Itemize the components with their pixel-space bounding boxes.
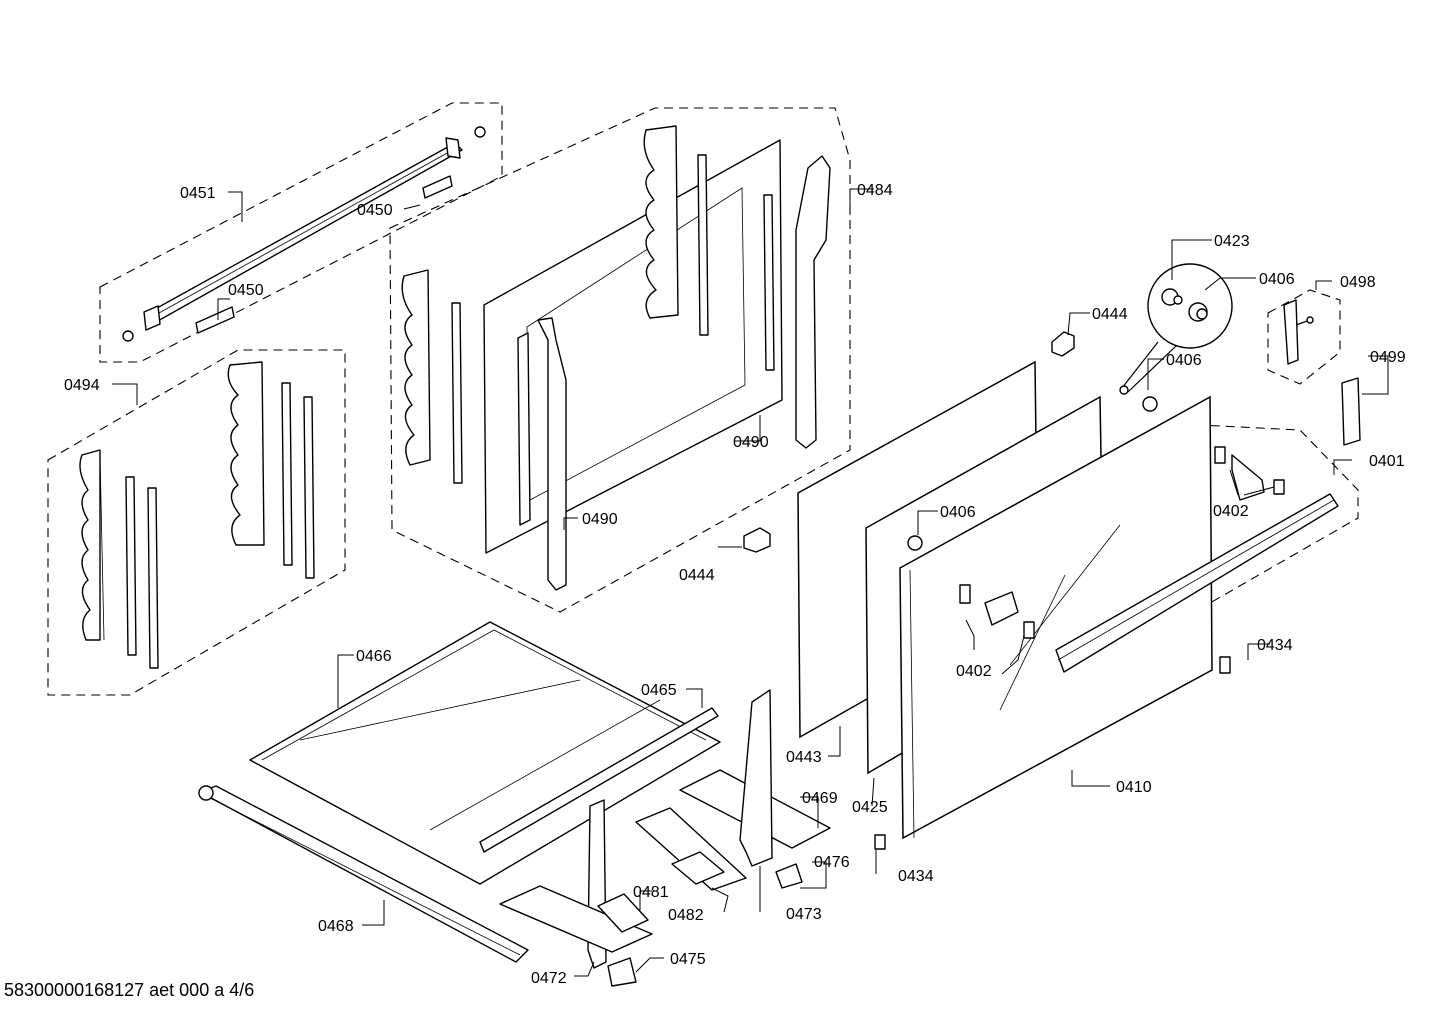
label-0469: 0469 xyxy=(802,790,838,807)
bracket-0498 xyxy=(1267,289,1341,385)
side-rail-assembly-left xyxy=(47,349,346,696)
spacer-0434 xyxy=(874,656,1231,850)
handle-bar-assembly xyxy=(99,102,503,363)
clip-0444-mid xyxy=(743,527,771,553)
label-0475: 0475 xyxy=(670,951,706,968)
label-0482: 0482 xyxy=(668,907,704,924)
label-0473: 0473 xyxy=(786,906,822,923)
label-0401: 0401 xyxy=(1369,453,1405,470)
bottom-tray xyxy=(249,621,721,885)
document-reference: 58300000168127 aet 000 a 4/6 xyxy=(4,980,255,1000)
hinge-pin-detail xyxy=(1119,263,1233,395)
label-0444-top: 0444 xyxy=(1092,306,1128,323)
part-labels: 0451 0450 0450 0484 0494 0490 0490 0423 … xyxy=(64,182,1406,987)
label-0423: 0423 xyxy=(1214,233,1250,250)
label-0410: 0410 xyxy=(1116,779,1152,796)
label-0499: 0499 xyxy=(1370,349,1406,366)
label-0476: 0476 xyxy=(814,854,850,871)
label-0490-lower: 0490 xyxy=(582,511,618,528)
label-0402-right: 0402 xyxy=(1213,503,1249,520)
inner-frame-assembly xyxy=(389,107,851,613)
outer-door xyxy=(899,395,1359,840)
label-0450-top: 0450 xyxy=(357,202,393,219)
leader-lines xyxy=(112,188,1389,977)
rail-brackets-bottom xyxy=(499,689,831,987)
label-0484: 0484 xyxy=(857,182,893,199)
label-0466: 0466 xyxy=(356,648,392,665)
label-0443: 0443 xyxy=(786,749,822,766)
label-0444-mid: 0444 xyxy=(679,567,715,584)
label-0406-door: 0406 xyxy=(940,504,976,521)
label-0481: 0481 xyxy=(633,884,669,901)
label-0498: 0498 xyxy=(1340,274,1376,291)
label-0402-left: 0402 xyxy=(956,663,992,680)
label-0468: 0468 xyxy=(318,918,354,935)
label-0451: 0451 xyxy=(180,185,216,202)
label-0434-bottom: 0434 xyxy=(898,868,934,885)
seal-strip-0499 xyxy=(1341,377,1361,446)
label-0465: 0465 xyxy=(641,682,677,699)
label-0450-bottom: 0450 xyxy=(228,282,264,299)
label-0494: 0494 xyxy=(64,377,100,394)
label-0490-upper: 0490 xyxy=(733,434,769,451)
label-0472: 0472 xyxy=(531,970,567,987)
label-0406-mid: 0406 xyxy=(1166,352,1202,369)
label-0434-right: 0434 xyxy=(1257,637,1293,654)
clip-0444-top xyxy=(1051,331,1075,357)
telescopic-rail-left xyxy=(198,785,529,963)
label-0425: 0425 xyxy=(852,799,888,816)
label-0406-top: 0406 xyxy=(1259,271,1295,288)
